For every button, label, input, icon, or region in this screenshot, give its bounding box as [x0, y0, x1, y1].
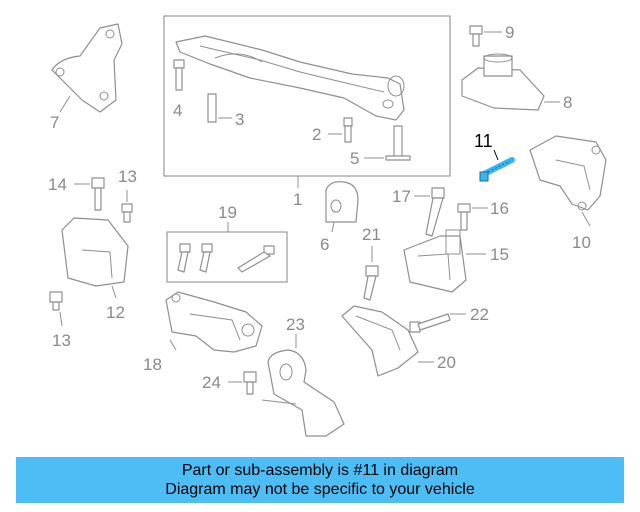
bolt-kit-group-box [166, 231, 288, 283]
bracket-part-20[interactable] [341, 305, 434, 377]
callout-21: 21 [362, 225, 381, 244]
callout-11: 11 [474, 131, 493, 151]
mount-part-8[interactable] [461, 53, 560, 111]
banner-line-2: Diagram may not be specific to your vehi… [165, 481, 475, 498]
callout-13-lower: 13 [52, 331, 71, 350]
bolt-part-24[interactable] [228, 371, 257, 395]
callout-6: 6 [320, 235, 329, 254]
banner-line-1: Part or sub-assembly is #11 in diagram [181, 462, 459, 479]
callout-8: 8 [563, 93, 572, 112]
callout-5: 5 [350, 149, 359, 168]
bracket-part-7[interactable] [51, 23, 123, 113]
bracket-part-10[interactable] [529, 135, 607, 227]
callout-17: 17 [392, 187, 411, 206]
callout-3: 3 [235, 110, 244, 129]
info-banner: Part or sub-assembly is #11 in diagram D… [16, 457, 624, 503]
callout-24: 24 [202, 373, 221, 392]
callout-13-upper: 13 [118, 167, 137, 186]
crossmember-group-box [163, 15, 451, 177]
callout-14: 14 [48, 175, 67, 194]
callout-10: 10 [572, 233, 591, 252]
mount-part-23[interactable] [261, 334, 345, 437]
bolt-part-2[interactable] [328, 117, 353, 143]
mount-part-6[interactable] [325, 181, 359, 233]
callout-23: 23 [286, 315, 305, 334]
bolt-part-17[interactable] [414, 187, 445, 237]
crossmember-part[interactable] [175, 35, 405, 121]
bracket-part-15[interactable] [403, 229, 486, 293]
bolt-part-22[interactable] [409, 313, 466, 333]
bolt-part-13-lower[interactable] [49, 291, 63, 327]
parts-diagram: 1 2 3 4 5 6 7 8 9 10 11 12 13 13 14 15 1… [48, 15, 607, 437]
mount-part-12[interactable] [61, 217, 129, 299]
bolt-part-11-highlighted[interactable] [479, 149, 515, 182]
bolt-part-4[interactable] [173, 59, 185, 91]
callout-7: 7 [50, 113, 59, 132]
callout-2: 2 [312, 125, 321, 144]
bracket-part-18[interactable] [165, 291, 263, 353]
bolt-kit-part-19[interactable] [177, 222, 275, 273]
callout-12: 12 [106, 303, 125, 322]
callout-18: 18 [143, 355, 162, 374]
callout-1: 1 [293, 190, 302, 209]
pin-part-3[interactable] [207, 93, 232, 123]
callout-16: 16 [490, 199, 509, 218]
callout-22: 22 [470, 305, 489, 324]
callout-20: 20 [437, 353, 456, 372]
bolt-part-13-upper[interactable] [121, 190, 133, 223]
bolt-part-9[interactable] [469, 25, 502, 47]
bolt-part-21[interactable] [363, 246, 379, 301]
bolt-part-16[interactable] [457, 203, 488, 231]
callout-4: 4 [173, 101, 182, 120]
callout-15: 15 [490, 245, 509, 264]
callout-19: 19 [218, 203, 237, 222]
callout-9: 9 [505, 23, 514, 42]
bolt-part-14[interactable] [74, 177, 105, 211]
bolt-part-5[interactable] [364, 125, 411, 161]
